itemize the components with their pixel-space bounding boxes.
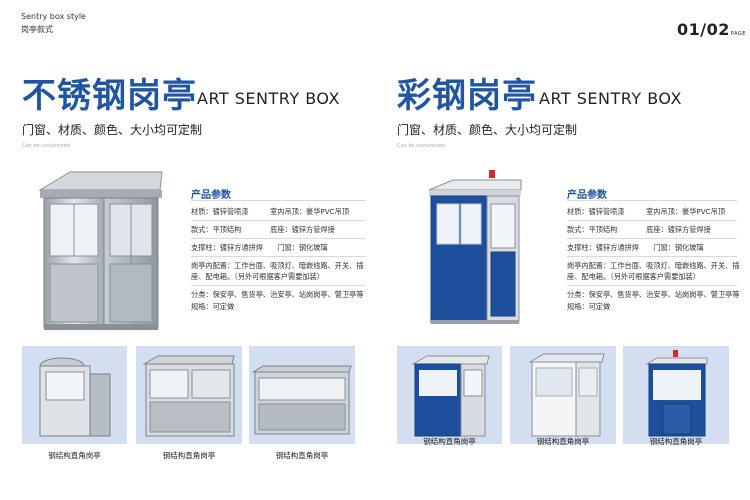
left-spec-line-1: 材质：镀锌管喷漆 室内吊顶：豪华PVC吊顶	[191, 207, 350, 216]
left-spec-divider	[191, 285, 366, 286]
left-spec-line-5: 座、配电箱。（另外可根据客户需要加装）	[191, 272, 324, 281]
left-spec-title: 产品参数	[191, 190, 231, 201]
left-spec-divider	[191, 220, 366, 221]
right-hero-image	[425, 170, 525, 330]
right-caption-1: 钢结构直角岗亭	[423, 437, 476, 446]
right-spec-line-3: 支撑柱：镀锌方通拼焊 门窗：钢化玻璃	[567, 243, 704, 252]
right-caption-2: 钢结构直角岗亭	[536, 437, 590, 446]
left-spec-line-2: 款式：平顶结构 底座：镀锌方管焊接	[191, 225, 335, 234]
right-caption-3: 钢结构直角岗亭	[649, 437, 703, 446]
right-title-cn: 彩钢岗亭	[397, 76, 537, 116]
left-spec-line-6: 分类：保安亭、售货亭、治安亭、站岗岗亭、警卫亭等	[191, 290, 364, 299]
left-caption-1: 钢结构直角岗亭	[48, 451, 101, 460]
right-thumb-2	[510, 346, 616, 444]
left-spec-divider	[191, 256, 366, 257]
right-spec-title: 产品参数	[567, 190, 607, 201]
left-hero-image	[30, 168, 170, 338]
left-thumb-1	[22, 346, 127, 444]
right-subtitle-en: Can be customized	[397, 143, 445, 149]
right-subtitle: 门窗、材质、颜色、大小均可定制	[397, 123, 578, 137]
page-number: 01/02PAGE	[677, 20, 746, 39]
right-spec-line-6: 分类：保安亭、售货亭、治安亭、站岗岗亭、警卫亭等	[567, 290, 740, 299]
right-spec-line-5: 座、配电箱。（另外可根据客户需要加装）	[567, 272, 700, 281]
left-spec-line-4: 岗亭内配置：工作台面、吸顶灯、暗嵌线路、开关、插	[191, 261, 364, 270]
right-title-en: ART SENTRY BOX	[539, 89, 682, 108]
left-title-cn: 不锈钢岗亭	[22, 76, 197, 116]
right-spec-line-4: 岗亭内配置：工作台面、吸顶灯、暗嵌线路、开关、插	[567, 261, 740, 270]
left-thumb-3	[249, 346, 355, 444]
left-spec-line-3: 支撑柱：镀锌方通拼焊 门窗：钢化玻璃	[191, 243, 328, 252]
left-spec-line-7: 规格：可定做	[191, 302, 235, 311]
right-spec-divider	[567, 285, 737, 286]
left-caption-2: 钢结构直角岗亭	[162, 451, 216, 460]
header-title-cn: 岗亭款式	[21, 25, 53, 34]
right-thumb-3	[623, 346, 729, 444]
left-subtitle-en: Can be customized	[22, 143, 70, 149]
right-spec-line-2: 款式：平顶结构 底座：镀锌方管焊接	[567, 225, 711, 234]
left-title-en: ART SENTRY BOX	[197, 89, 340, 108]
left-spec-divider	[191, 238, 366, 239]
page-suffix: PAGE	[730, 31, 746, 37]
page-number-value: 01/02	[677, 20, 730, 39]
left-subtitle: 门窗、材质、颜色、大小均可定制	[22, 123, 203, 137]
left-thumb-2	[136, 346, 242, 444]
right-spec-divider	[567, 238, 737, 239]
right-spec-line-7: 规格：可定做	[567, 302, 611, 311]
left-caption-3: 钢结构直角岗亭	[275, 451, 329, 460]
right-spec-divider	[567, 256, 737, 257]
right-spec-divider	[567, 200, 737, 201]
right-spec-line-1: 材质：镀锌管喷漆 室内吊顶：豪华PVC吊顶	[567, 207, 726, 216]
header-title-en: Sentry box style	[21, 12, 86, 21]
right-thumb-1	[397, 346, 502, 444]
left-spec-divider	[191, 200, 366, 201]
right-spec-divider	[567, 220, 737, 221]
